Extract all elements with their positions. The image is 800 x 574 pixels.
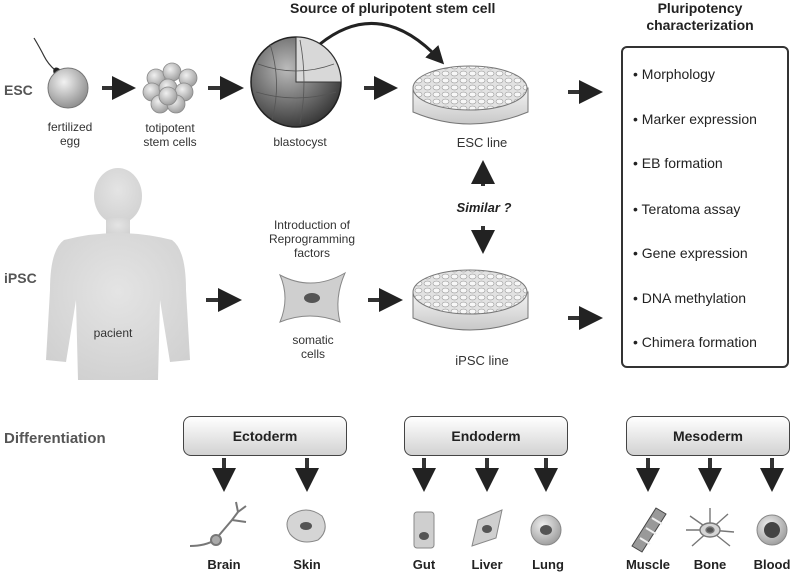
gut-cell-icon [413,511,435,549]
brain-neuron-icon [189,501,247,547]
fertilized-egg-label: fertilized egg [47,120,93,148]
lung-cell-icon [530,514,562,546]
esc-dish-icon [412,65,529,125]
characterization-item: • Morphology [633,66,715,82]
curved-arrow-icon [319,22,445,65]
esc-line-label: ESC line [456,135,508,150]
patient-silhouette [46,168,190,380]
tissue-label-lung: Lung [532,557,564,572]
totipotent-cluster-icon [142,62,198,114]
blastocyst-icon [250,36,342,128]
tissue-label-bone: Bone [693,557,727,572]
characterization-item: • Marker expression [633,111,757,127]
blastocyst-label: blastocyst [273,135,327,149]
blood-cell-icon [756,514,788,546]
reprogramming-label: Introduction of Reprogramming factors [268,218,356,260]
skin-cell-icon [286,509,326,543]
characterization-box: • Morphology • Marker expression • EB fo… [621,46,789,368]
muscle-fiber-icon [631,507,667,553]
somatic-cell-icon [278,271,347,323]
similar-label: Similar ? [456,200,512,215]
characterization-item: • Chimera formation [633,334,757,350]
characterization-title: Pluripotency characterization [646,0,754,33]
liver-cell-icon [471,509,503,547]
somatic-cells-label: somatic cells [292,333,334,361]
row-label-differentiation: Differentiation [4,430,106,447]
characterization-item: • Gene expression [633,245,748,261]
characterization-item: • EB formation [633,155,723,171]
fertilized-egg-icon [47,67,89,109]
tissue-label-brain: Brain [207,557,241,572]
ipsc-dish-icon [412,269,529,331]
germ-layer-mesoderm: Mesoderm [626,416,790,456]
bone-cell-icon [686,508,735,547]
totipotent-label: totipotent stem cells [143,121,197,149]
tissue-label-gut: Gut [412,557,436,572]
diagram-title: Source of pluripotent stem cell [290,0,496,16]
tissue-label-muscle: Muscle [625,557,671,572]
tissue-label-liver: Liver [471,557,503,572]
row-label-esc: ESC [4,82,33,98]
germ-layer-endoderm: Endoderm [404,416,568,456]
tissue-label-skin: Skin [293,557,321,572]
tissue-label-blood: Blood [753,557,791,572]
flow-arrows [102,76,784,492]
patient-label: pacient [93,326,133,340]
ipsc-line-label: iPSC line [455,353,509,368]
germ-layer-ectoderm: Ectoderm [183,416,347,456]
row-label-ipsc: iPSC [4,270,37,286]
characterization-item: • Teratoma assay [633,201,741,217]
characterization-item: • DNA methylation [633,290,747,306]
